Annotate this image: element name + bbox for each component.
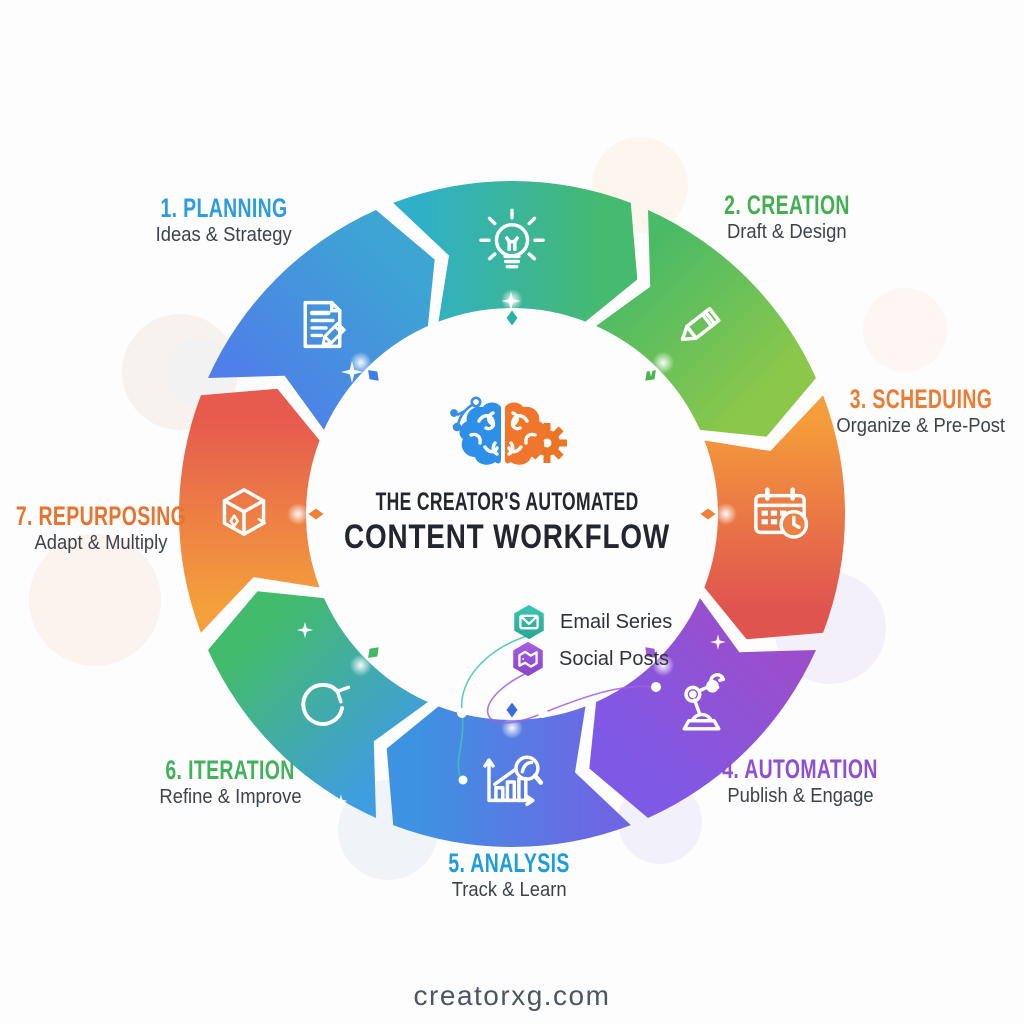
brain-left-icon <box>459 402 501 465</box>
background-blob <box>166 338 234 406</box>
mini-diamond <box>506 310 518 326</box>
connector-dot <box>458 775 468 785</box>
stage-subtitle: Ideas & Strategy <box>155 224 293 247</box>
diagram-title-line2: CONTENT WORKFLOW <box>344 518 670 556</box>
stage-subtitle: Publish & Engage <box>726 785 874 808</box>
stage-label-automation: 4. AUTOMATION Publish & Engage <box>692 755 908 808</box>
ring-segment-creation <box>596 210 816 437</box>
sparkle-star <box>334 794 348 808</box>
mini-diamond <box>368 370 379 381</box>
envelope-icon <box>519 614 539 630</box>
ring-segment-iteration <box>208 591 428 818</box>
stage-subtitle: Adapt & Multiply <box>34 532 168 555</box>
mini-diamond <box>308 508 324 520</box>
website-url: creatorxg.com <box>413 980 611 1011</box>
legend-item-social-posts: Social Posts <box>508 640 669 678</box>
sparkle-star <box>710 634 726 650</box>
mini-diamond <box>368 647 379 658</box>
background-blob <box>863 288 947 372</box>
stage-subtitle: Refine & Improve <box>158 786 302 809</box>
sparkle-star <box>503 686 521 704</box>
stage-label-analysis: 5. ANALYSIS Track & Learn <box>425 849 594 902</box>
stage-title: 4. AUTOMATION <box>722 754 878 784</box>
email-hexagon-badge <box>514 604 544 640</box>
mini-diamond <box>700 508 716 520</box>
stage-subtitle: Draft & Design <box>727 221 847 244</box>
stage-title: 1. PLANNING <box>160 193 288 223</box>
ring-segment-analysis <box>386 706 631 848</box>
connector-dot <box>457 708 467 718</box>
circuit-icon <box>450 396 482 432</box>
sparkle-glow <box>349 654 372 677</box>
diagram-title-line1: THE CREATOR'S AUTOMATED <box>375 488 639 516</box>
brain-gear-logo <box>450 396 567 465</box>
social-hexagon-badge <box>513 641 543 677</box>
ring-segment-repurposing <box>178 388 320 633</box>
mini-diamond <box>506 702 518 718</box>
stage-label-repurposing: 7. REPURPOSING Adapt & Multiply <box>0 502 219 555</box>
brain-right-icon <box>505 402 547 465</box>
sparkle-glow <box>652 654 675 677</box>
sparkle-star <box>341 361 363 383</box>
stage-label-creation: 2. CREATION Draft & Design <box>700 191 875 244</box>
social-connector-line <box>487 671 657 724</box>
stage-subtitle: Organize & Pre-Post <box>836 415 1006 438</box>
stage-title: 2. CREATION <box>724 190 850 220</box>
connector-dot <box>651 682 661 692</box>
stage-title: 6. ITERATION <box>165 755 295 785</box>
ring-segment-scheduling <box>704 395 846 640</box>
mini-diamond <box>645 370 656 381</box>
sparkle-glow <box>287 503 309 525</box>
stage-title: 5. ANALYSIS <box>448 848 570 878</box>
sparkle-glow <box>715 503 737 525</box>
ring-segment-automation <box>589 598 816 818</box>
legend-label: Social Posts <box>559 647 670 670</box>
sparkle-star <box>643 361 659 377</box>
sparkle-star <box>296 621 314 639</box>
sparkle-glow <box>652 351 675 374</box>
mini-diamond <box>645 647 656 658</box>
legend-item-email-series: Email Series <box>509 603 672 641</box>
background-blob <box>29 534 161 666</box>
ring-generated-layer <box>29 137 947 880</box>
connector-dot <box>538 708 548 718</box>
sparkle-star <box>501 291 521 311</box>
sparkle-glow <box>349 351 372 374</box>
stage-label-planning: 1. PLANNING Ideas & Strategy <box>136 194 313 247</box>
stage-title: 3. SCHEDUING <box>849 384 993 414</box>
stage-title: 7. REPURPOSING <box>15 501 187 531</box>
ring-segment-idea <box>393 180 638 322</box>
legend-label: Email Series <box>560 610 673 633</box>
stage-subtitle: Track & Learn <box>451 879 567 902</box>
email-connector-line <box>457 633 534 782</box>
stage-label-scheduling: 3. SCHEDUING Organize & Pre-Post <box>822 385 1020 438</box>
diagram-title: THE CREATOR'S AUTOMATED CONTENT WORKFLOW <box>308 488 706 557</box>
stage-label-iteration: 6. ITERATION Refine & Improve <box>140 756 320 809</box>
social-map-icon <box>518 650 538 668</box>
